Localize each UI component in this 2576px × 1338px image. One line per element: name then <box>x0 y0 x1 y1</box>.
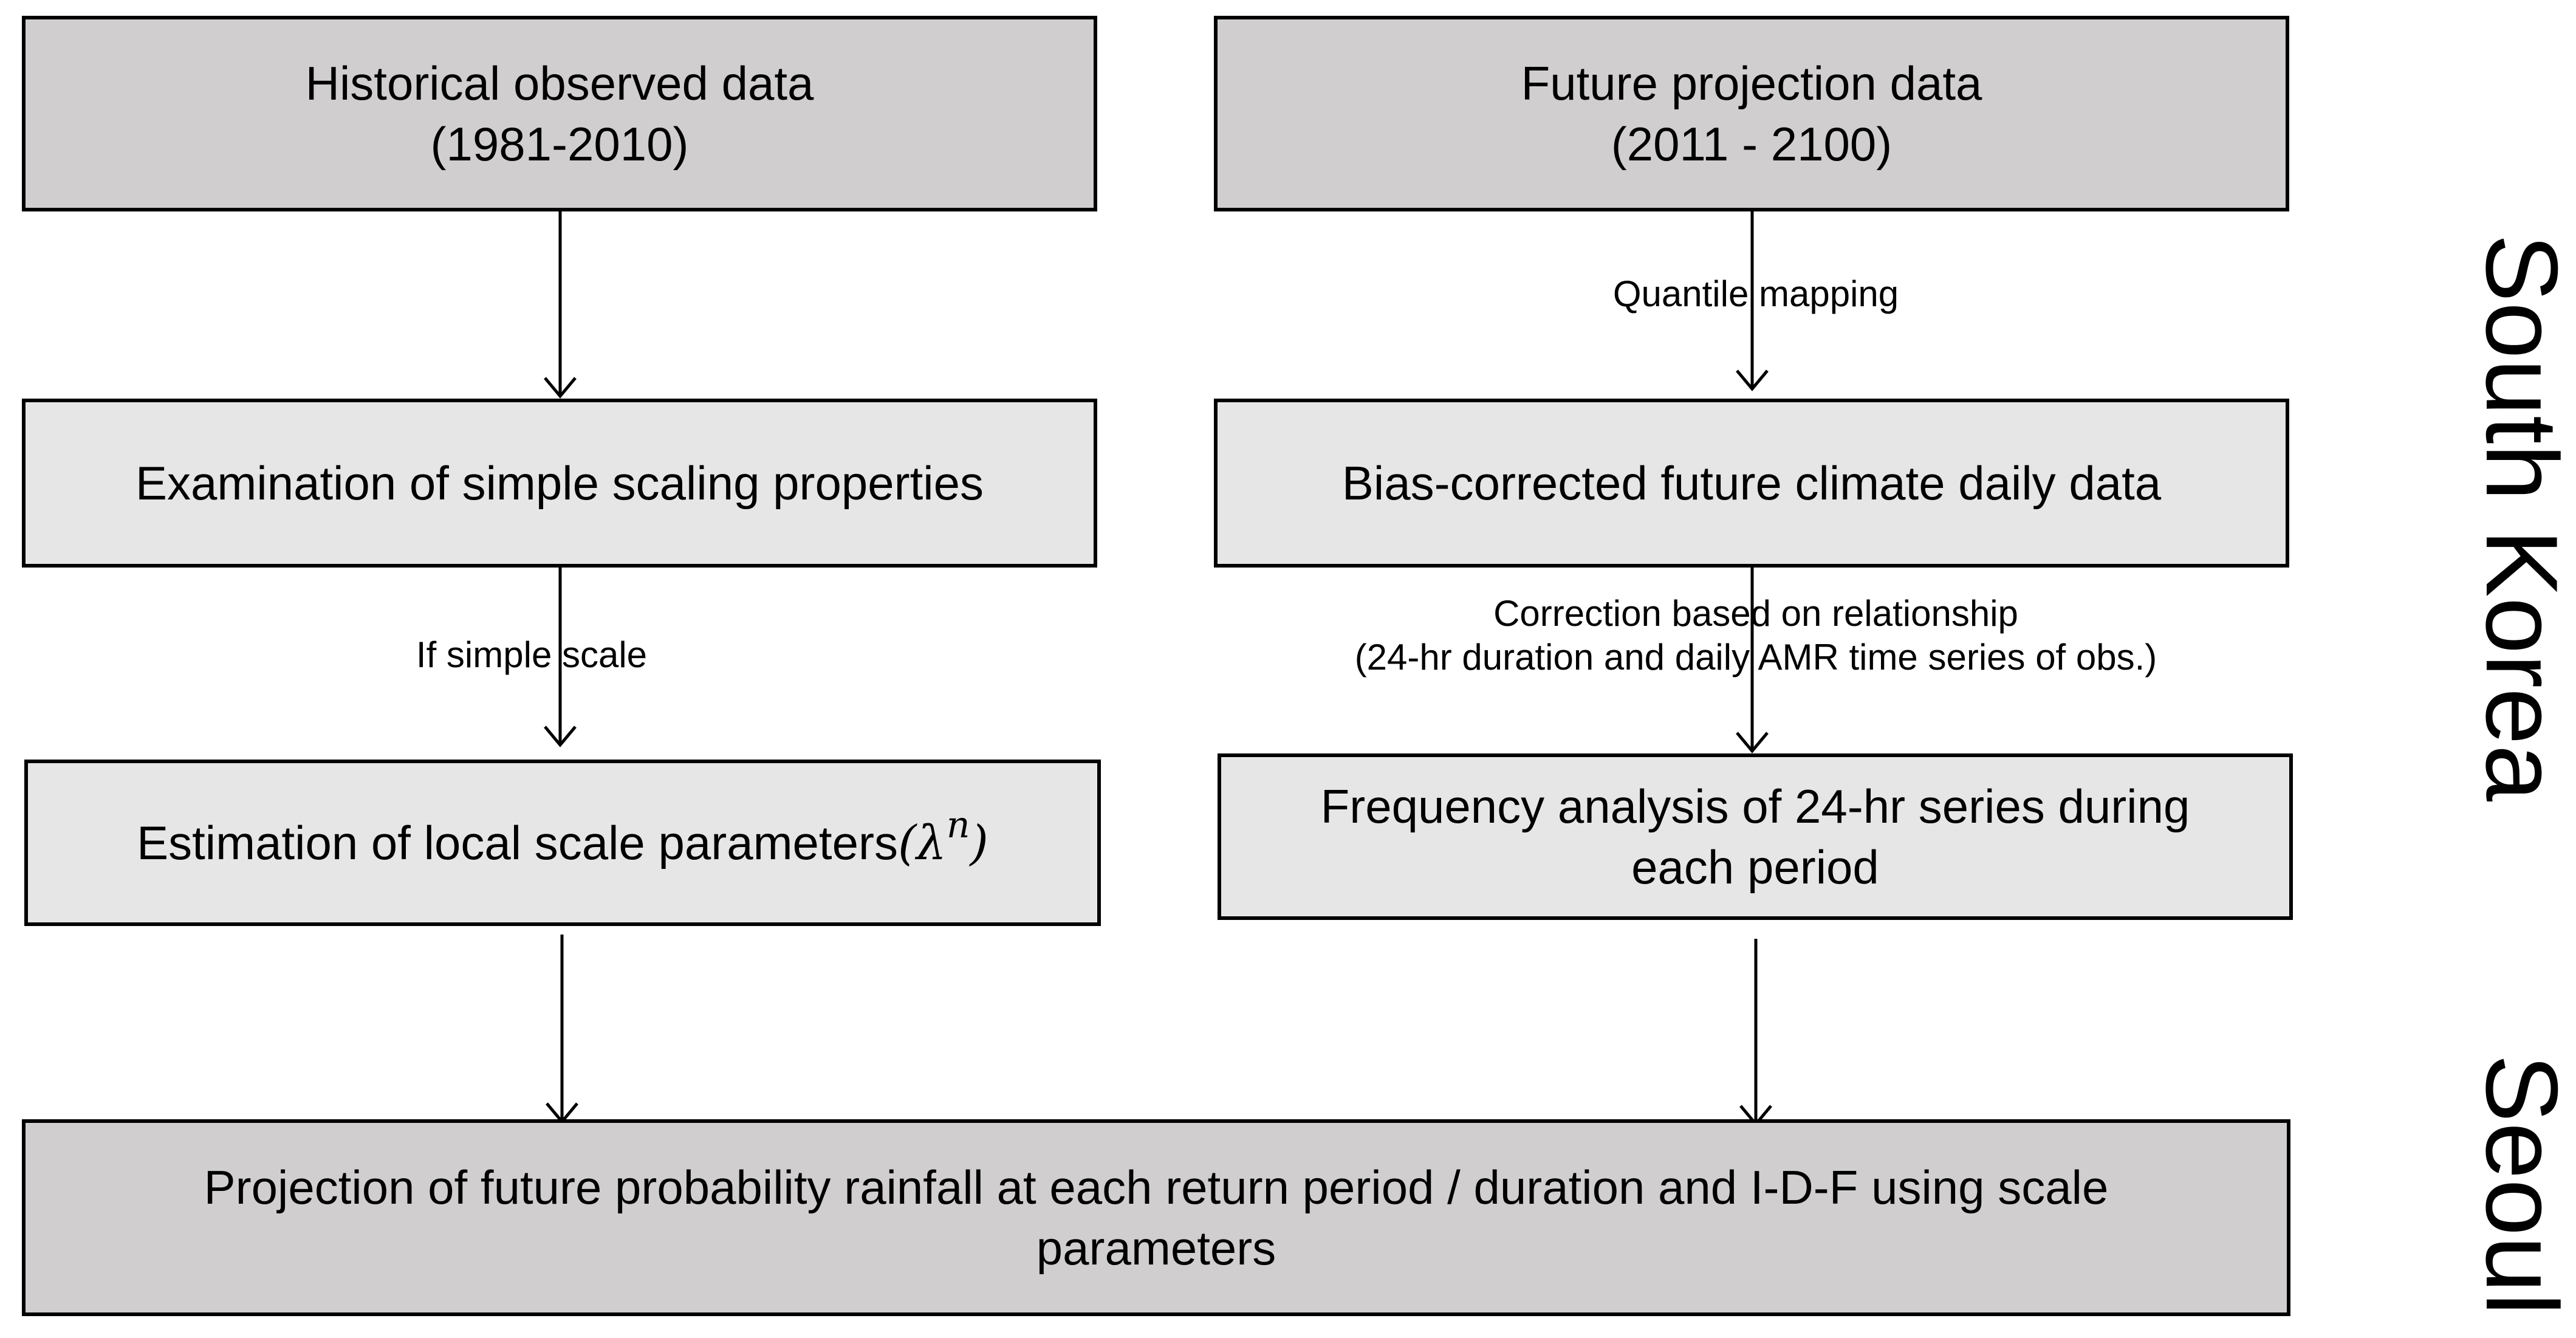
box-frequency-line1: Frequency analysis of 24-hr series durin… <box>1320 780 2190 833</box>
label-correction-line2: (24-hr duration and daily AMR time serie… <box>1354 637 2157 678</box>
box-future-projection-data: Future projection data (2011 - 2100) <box>1214 16 2289 211</box>
label-quantile-text: Quantile mapping <box>1612 273 1899 314</box>
side-label-south-korea: South Korea <box>2465 234 2576 802</box>
box-frequency-analysis: Frequency analysis of 24-hr series durin… <box>1218 753 2293 920</box>
box-future-line1: Future projection data <box>1521 57 1982 110</box>
box-historical-line1: Historical observed data <box>305 57 814 110</box>
side-label-seoul: Seoul <box>2465 1054 2576 1316</box>
box-future-line2: (2011 - 2100) <box>1611 117 1893 171</box>
lambda-symbol: λ <box>916 815 947 871</box>
box-local-text: Estimation of local scale parameters <box>137 815 898 870</box>
label-quantile-mapping: Quantile mapping <box>1543 272 1968 316</box>
box-scaling-text: Examination of simple scaling properties <box>135 456 984 510</box>
box-local-text-wrap: Estimation of local scale parameters(λn) <box>137 803 988 874</box>
arrow-scaling-to-local <box>544 560 577 747</box>
box-bias-text: Bias-corrected future climate daily data <box>1341 456 2162 510</box>
box-projection-line2: parameters <box>1036 1221 1276 1275</box>
label-correction-relationship: Correction based on relationship (24-hr … <box>1300 592 2211 679</box>
box-historical-observed-data: Historical observed data (1981-2010) <box>22 16 1097 211</box>
box-bias-corrected-data: Bias-corrected future climate daily data <box>1214 399 2289 568</box>
arrow-local-to-projection <box>546 935 578 1124</box>
box-local-scale-parameters: Estimation of local scale parameters(λn) <box>24 760 1101 926</box>
arrow-frequency-to-projection <box>1739 939 1772 1127</box>
label-correction-line1: Correction based on relationship <box>1493 593 2018 634</box>
box-future-probability-projection: Projection of future probability rainfal… <box>22 1119 2290 1316</box>
box-frequency-line2: each period <box>1631 840 1879 894</box>
arrow-historical-to-scaling <box>544 210 577 399</box>
arrow-future-to-bias <box>1736 204 1769 391</box>
label-if-simple-scale: If simple scale <box>334 633 729 677</box>
box-historical-line2: (1981-2010) <box>430 117 689 171</box>
arrow-bias-to-frequency <box>1736 560 1769 753</box>
lambda-exponent: n <box>946 803 970 846</box>
box-simple-scaling-examination: Examination of simple scaling properties <box>22 399 1097 568</box>
lambda-expression: (λn) <box>897 803 988 871</box>
box-projection-line1: Projection of future probability rainfal… <box>204 1161 2109 1214</box>
label-simple-scale-text: If simple scale <box>416 634 648 675</box>
